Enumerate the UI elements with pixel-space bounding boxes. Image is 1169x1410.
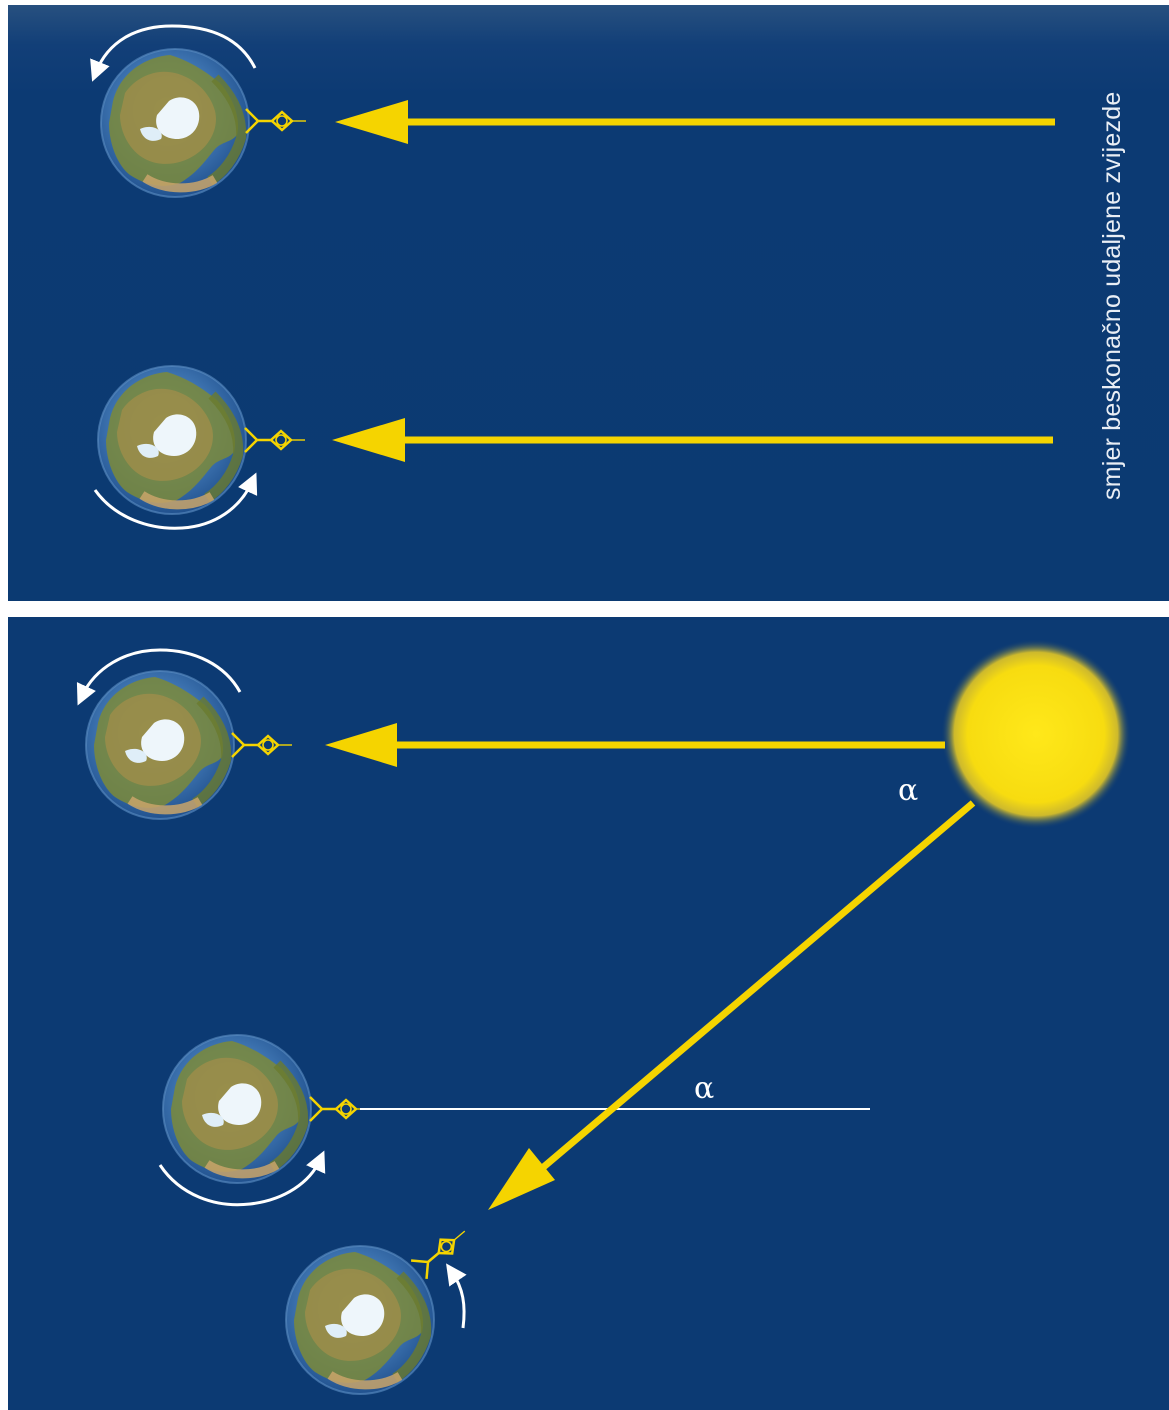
angle-label-sun: α	[898, 773, 918, 808]
sun-icon	[941, 639, 1131, 829]
angle-label-line: α	[694, 1071, 714, 1106]
sun-ray-diagonal-arrowhead	[488, 1148, 555, 1210]
rotation-arrow-icon	[158, 1150, 326, 1207]
earth-globe-icon	[163, 1035, 311, 1183]
sun-ray-horizontal-arrowhead	[325, 723, 397, 767]
observer-telescope-icon	[244, 107, 308, 135]
sun-ray-diagonal	[537, 800, 976, 1173]
earth-globe-icon	[286, 1246, 434, 1394]
star-direction-label: smjer beskonačno udaljene zvijezde	[1098, 91, 1126, 500]
observer-telescope-icon	[230, 731, 294, 759]
rotation-arrow-icon	[93, 472, 258, 530]
earth-globe-icon	[86, 671, 234, 819]
rotation-arrow-icon	[446, 1263, 467, 1329]
earth-globe-icon	[101, 49, 249, 197]
rotation-arrow-icon	[90, 24, 257, 82]
earth-globe-icon	[98, 366, 246, 514]
star-ray-2-arrowhead	[332, 418, 405, 462]
star-ray-1-arrowhead	[335, 100, 408, 144]
rotation-arrow-icon	[76, 648, 242, 706]
observer-telescope-icon	[243, 426, 307, 454]
observer-telescope-icon	[409, 1220, 474, 1281]
